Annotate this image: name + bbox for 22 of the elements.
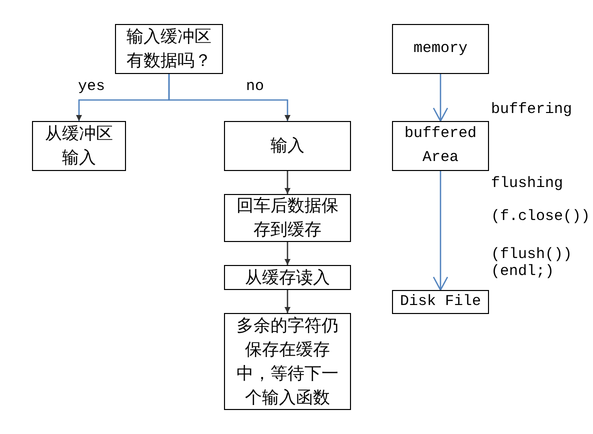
arrow	[432, 74, 448, 122]
process-box: 从缓存读入	[224, 265, 351, 290]
annotation-text: flushing	[491, 175, 564, 193]
decision-box: 输入缓冲区有数据吗？	[115, 24, 223, 74]
annotation-text: (endl;)	[491, 263, 554, 281]
edge-label: no	[246, 78, 264, 96]
annotation-text: (flush())	[491, 246, 572, 264]
annotation-text: (f.close())	[491, 208, 590, 226]
arrow	[284, 290, 290, 313]
arrow	[432, 171, 448, 291]
process-box: 输入	[224, 121, 351, 171]
process-box: Disk File	[392, 290, 489, 314]
annotation-text: buffering	[491, 101, 572, 119]
arrow	[284, 242, 290, 265]
process-box: memory	[392, 24, 489, 74]
edge-label: yes	[78, 78, 106, 96]
process-box: 多余的字符仍保存在缓存中，等待下一个输入函数	[224, 313, 351, 410]
process-box: buffered Area	[392, 121, 489, 171]
arrow	[284, 171, 290, 194]
process-box: 从缓冲区输入	[32, 121, 126, 171]
arrow	[168, 74, 290, 121]
process-box: 回车后数据保存到缓存	[224, 194, 351, 242]
